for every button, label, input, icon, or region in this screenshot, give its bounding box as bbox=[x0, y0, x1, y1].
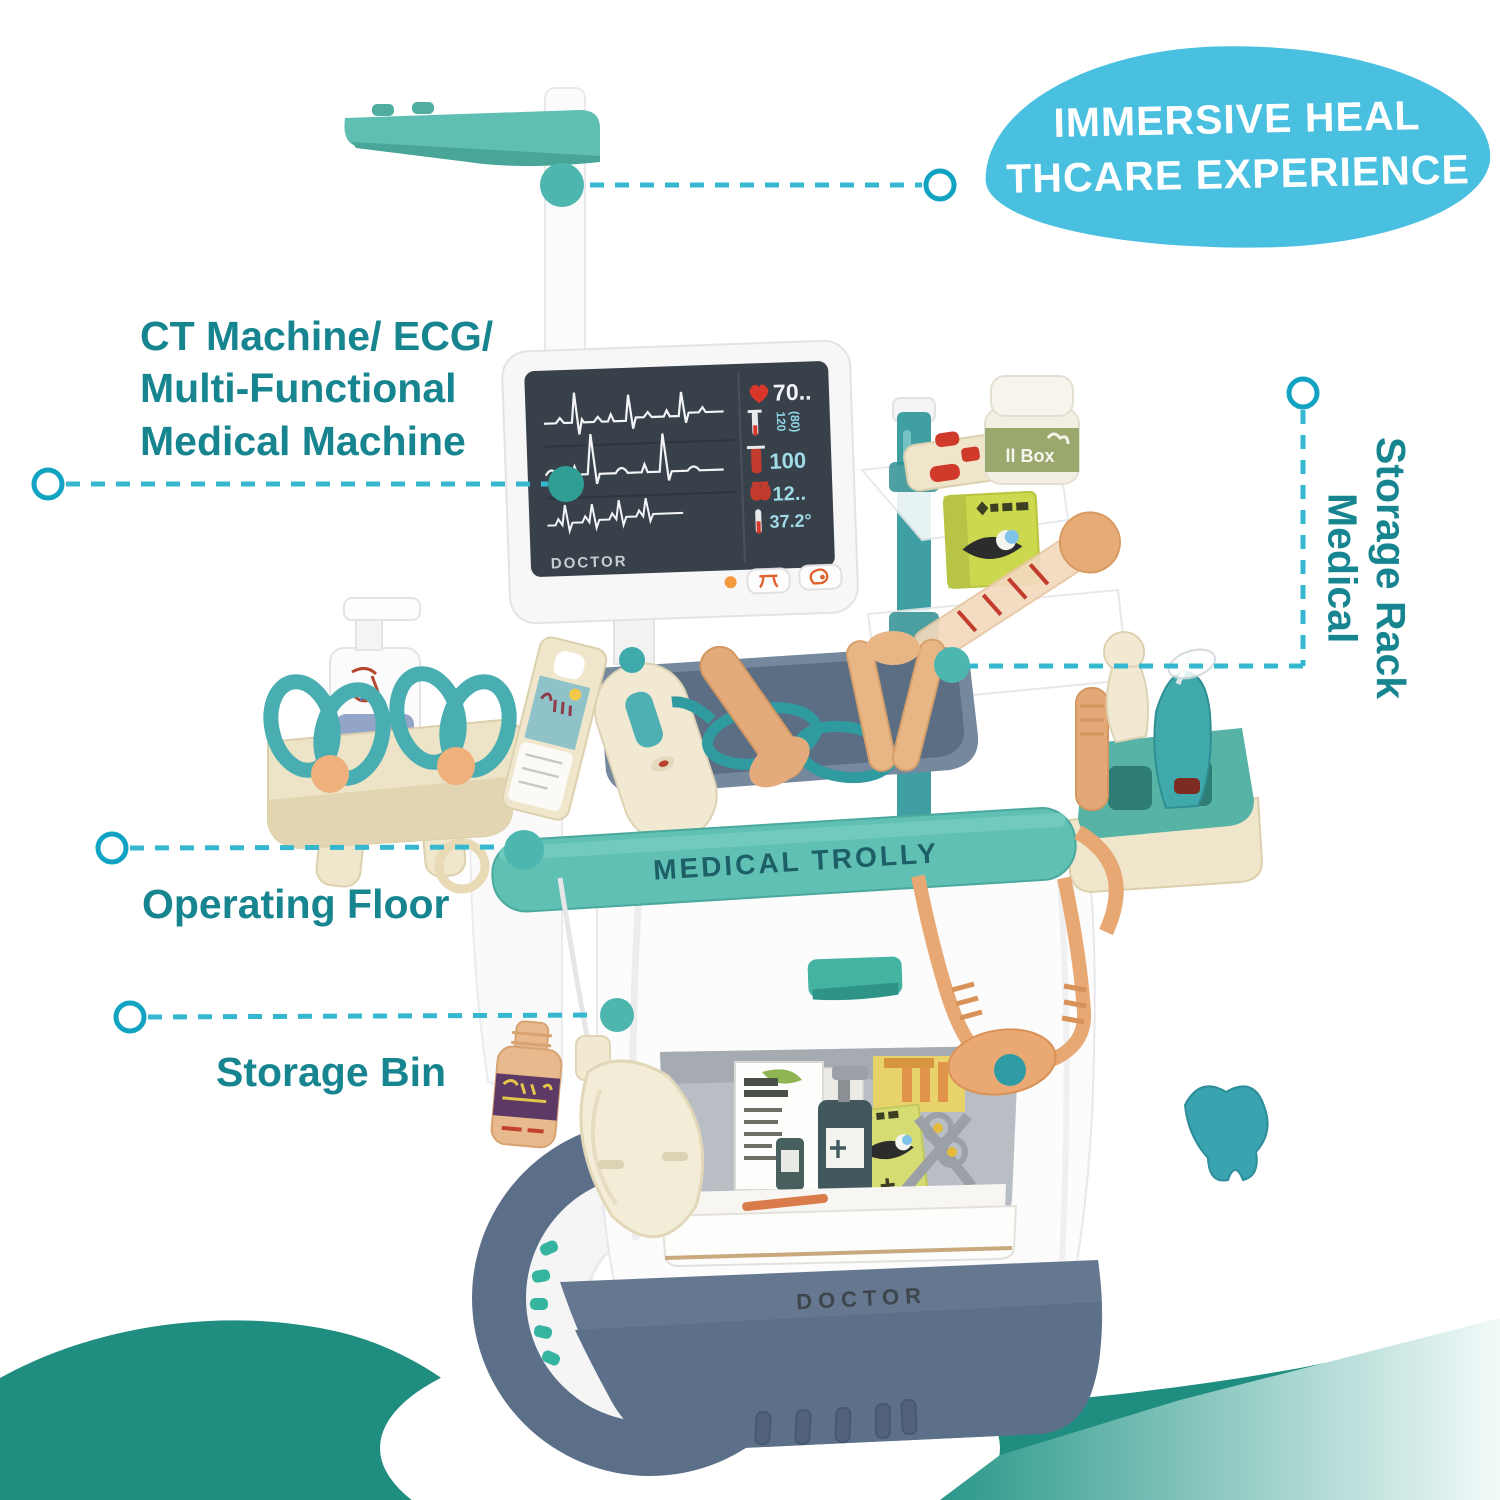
wheel-tread bbox=[530, 1240, 561, 1366]
pump-head bbox=[343, 597, 421, 621]
hanger-hook bbox=[372, 104, 394, 116]
callout-circle-ct bbox=[31, 467, 65, 501]
monitor-button-2 bbox=[798, 563, 843, 591]
ecg-trace-1 bbox=[543, 391, 724, 435]
rack-label-line-2: Storage Rack bbox=[1367, 436, 1414, 700]
pill-box-jar: ll Box bbox=[984, 375, 1080, 485]
indicator-dot bbox=[724, 576, 737, 589]
printed-pencil bbox=[742, 1193, 828, 1212]
callout-dot-floor bbox=[504, 830, 544, 870]
ct-label-line-2: Multi-Functional bbox=[140, 365, 457, 412]
base-skirt bbox=[575, 1302, 1102, 1451]
monitor-brand-text: DOCTOR bbox=[551, 553, 628, 573]
callout-circle-rack bbox=[1286, 376, 1320, 410]
syringe-plunger bbox=[1058, 511, 1121, 574]
badge-line-1: IMMERSIVE HEAL bbox=[1052, 91, 1421, 146]
scanner-screen bbox=[625, 691, 663, 748]
ct-label-line-1: CT Machine/ ECG/ bbox=[140, 313, 494, 359]
printed-pump-bottle bbox=[818, 1066, 872, 1196]
cart-base bbox=[560, 1260, 1103, 1451]
patient-clipboard bbox=[501, 636, 608, 821]
bp-sys-value: 120 bbox=[774, 411, 789, 432]
temp-value: 37.2° bbox=[769, 510, 812, 531]
printed-scissors bbox=[901, 1112, 976, 1194]
toy-knife bbox=[699, 645, 810, 788]
callout-dot-ct bbox=[548, 466, 584, 502]
callout-label-operating-floor: Operating Floor bbox=[142, 881, 450, 927]
thermometer-icon bbox=[755, 509, 762, 534]
callout-circle-bin bbox=[113, 1000, 147, 1034]
bin-contents-graphic bbox=[680, 1056, 1006, 1244]
callout-graphics bbox=[31, 163, 1320, 1034]
toy-pill bbox=[929, 463, 960, 483]
oxygen-mask bbox=[557, 877, 705, 1239]
badge-line-2: THCARE EXPERIENCE bbox=[1005, 146, 1471, 202]
heart-rate-value: 70.. bbox=[773, 378, 812, 405]
ecg-trace-3 bbox=[547, 498, 684, 535]
callout-label-ct-machine: CT Machine/ ECG/ Multi-Functional Medica… bbox=[140, 310, 493, 467]
rack-label-line-1: Medical bbox=[1319, 492, 1366, 644]
operating-tray bbox=[594, 631, 979, 843]
heart-icon bbox=[749, 384, 769, 404]
drawer-handle bbox=[807, 956, 903, 1001]
right-side-caddy bbox=[1069, 631, 1264, 894]
hanger-hook bbox=[412, 102, 434, 114]
scissors-screw bbox=[311, 755, 349, 793]
blood-pressure-icon bbox=[746, 445, 765, 474]
ct-label-line-3: Medical Machine bbox=[140, 417, 466, 464]
toy-pill bbox=[935, 431, 960, 448]
callout-circle-pole bbox=[923, 168, 957, 202]
callout-line-floor bbox=[129, 844, 506, 851]
thermometer-icon bbox=[747, 409, 762, 436]
resp-value: 12.. bbox=[772, 483, 806, 506]
hanging-ring bbox=[434, 838, 490, 894]
callout-circle-floor bbox=[95, 831, 129, 865]
callout-label-storage-bin: Storage Bin bbox=[216, 1049, 447, 1095]
jar-label-text: ll Box bbox=[1005, 446, 1054, 466]
scissors-screw bbox=[437, 747, 475, 785]
magnifier-tool bbox=[1153, 648, 1217, 810]
iv-pole bbox=[344, 87, 600, 364]
toy-tweezers bbox=[845, 631, 947, 772]
toy-tooth bbox=[1183, 1085, 1269, 1182]
toy-otoscope bbox=[1103, 631, 1149, 744]
lungs-icon bbox=[750, 481, 771, 501]
pressure-value: 100 bbox=[769, 448, 807, 474]
handle-band: MEDICAL TROLLY bbox=[491, 807, 1077, 913]
toy-pill bbox=[961, 446, 980, 462]
orange-stethoscope bbox=[911, 825, 1124, 1096]
callout-dot-rack bbox=[934, 647, 970, 683]
callout-label-storage-rack: Medical Storage Rack bbox=[1318, 398, 1415, 738]
callout-dot-bin bbox=[600, 998, 634, 1032]
monitor-button-1 bbox=[746, 567, 791, 595]
callout-line-bin bbox=[147, 1012, 599, 1020]
jar-cap bbox=[990, 375, 1074, 417]
callout-dot-pole bbox=[540, 163, 584, 207]
base-ridges bbox=[754, 1398, 918, 1446]
ground-gradient bbox=[940, 1318, 1500, 1500]
patient-monitor: 70.. 120 (80) 100 12.. 37.2° DOCTOR bbox=[501, 339, 859, 625]
bp-dia-value: (80) bbox=[788, 411, 803, 433]
hanging-medicine-bottle bbox=[490, 1020, 563, 1149]
storage-bin bbox=[660, 1046, 1018, 1268]
